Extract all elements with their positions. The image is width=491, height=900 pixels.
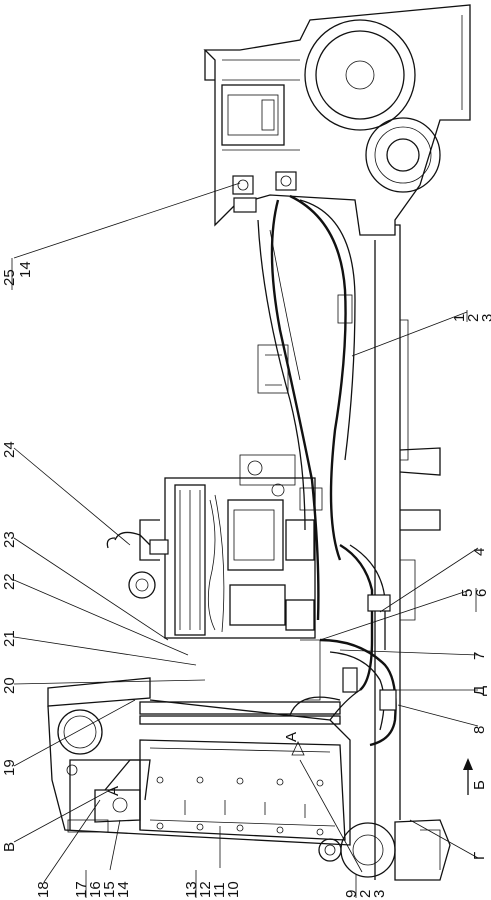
callout-20: 20 <box>1 677 18 694</box>
callout-1: 1 <box>451 314 468 322</box>
front-fan-pulley <box>318 819 451 881</box>
callout-16: 16 <box>87 881 104 898</box>
callout-14b: 14 <box>115 881 132 898</box>
callout-24: 24 <box>1 441 18 458</box>
callout-3: 3 <box>479 314 491 322</box>
view-marker-a-right: А <box>283 732 300 742</box>
callouts: 25 14 1 2 3 24 23 22 21 20 19 В 18 <box>1 182 491 898</box>
callout-2: 2 <box>465 314 482 322</box>
callout-5: 5 <box>459 589 476 597</box>
callout-22: 22 <box>1 573 18 590</box>
callout-3b: 3 <box>371 890 388 898</box>
callout-19: 19 <box>1 759 18 776</box>
callout-4: 4 <box>471 548 488 556</box>
view-markers: А А <box>105 732 305 796</box>
callout-10: 10 <box>225 881 242 898</box>
callout-11: 11 <box>211 882 228 898</box>
radiator-cooling-pack <box>47 677 361 846</box>
callout-12: 12 <box>197 881 214 898</box>
hydraulic-pipes <box>257 194 391 691</box>
callout-2b: 2 <box>357 890 374 898</box>
callout-25: 25 <box>1 269 18 286</box>
callout-G: Г <box>471 852 488 860</box>
rear-transmission-housing <box>203 4 471 236</box>
engine-block <box>106 454 323 701</box>
callout-7: 7 <box>471 652 488 660</box>
callout-23: 23 <box>1 531 18 548</box>
callout-6: 6 <box>473 589 490 597</box>
callout-8: 8 <box>471 726 488 734</box>
coolant-hoses <box>289 638 397 747</box>
callout-18: 18 <box>35 881 52 898</box>
callout-D: Д <box>471 686 488 696</box>
callout-B: Б <box>471 780 488 790</box>
callout-9: 9 <box>343 890 360 898</box>
callout-14: 14 <box>17 261 34 278</box>
view-marker-a-left: А <box>105 786 122 796</box>
pipe-fittings-top <box>232 171 297 213</box>
callout-15: 15 <box>101 881 118 898</box>
callout-V: В <box>1 842 18 852</box>
callout-21: 21 <box>1 630 18 647</box>
